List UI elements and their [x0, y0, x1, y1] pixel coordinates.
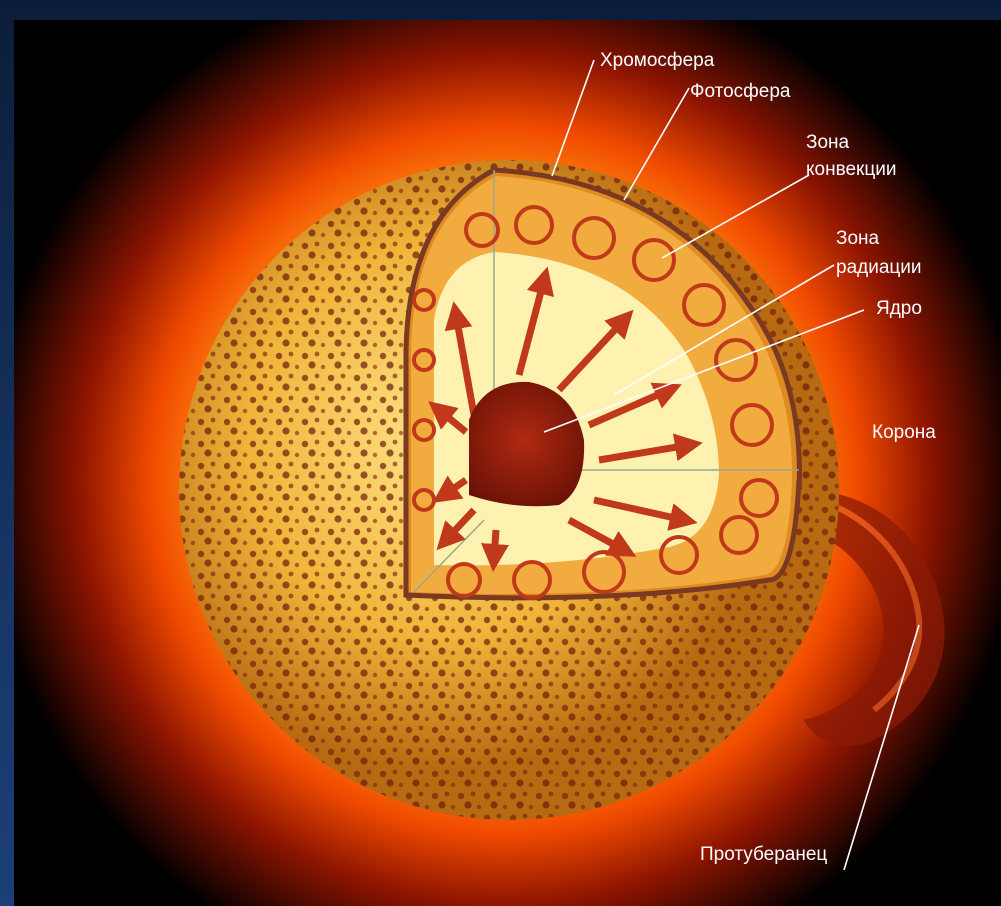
- diagram-canvas: Хромосфера Фотосфера Зона конвекции Зона…: [14, 20, 1001, 906]
- label-corona: Корона: [872, 422, 936, 443]
- label-convection-zone-1: Зона: [806, 132, 850, 153]
- label-convection-zone-2: конвекции: [806, 159, 896, 180]
- label-core: Ядро: [876, 298, 922, 319]
- label-prominence: Протуберанец: [700, 844, 827, 865]
- sun-structure-diagram: Хромосфера Фотосфера Зона конвекции Зона…: [14, 20, 1001, 906]
- label-photosphere: Фотосфера: [690, 81, 791, 102]
- label-chromosphere: Хромосфера: [600, 50, 715, 71]
- label-radiation-zone-2: радиации: [836, 257, 922, 278]
- label-radiation-zone-1: Зона: [836, 228, 880, 249]
